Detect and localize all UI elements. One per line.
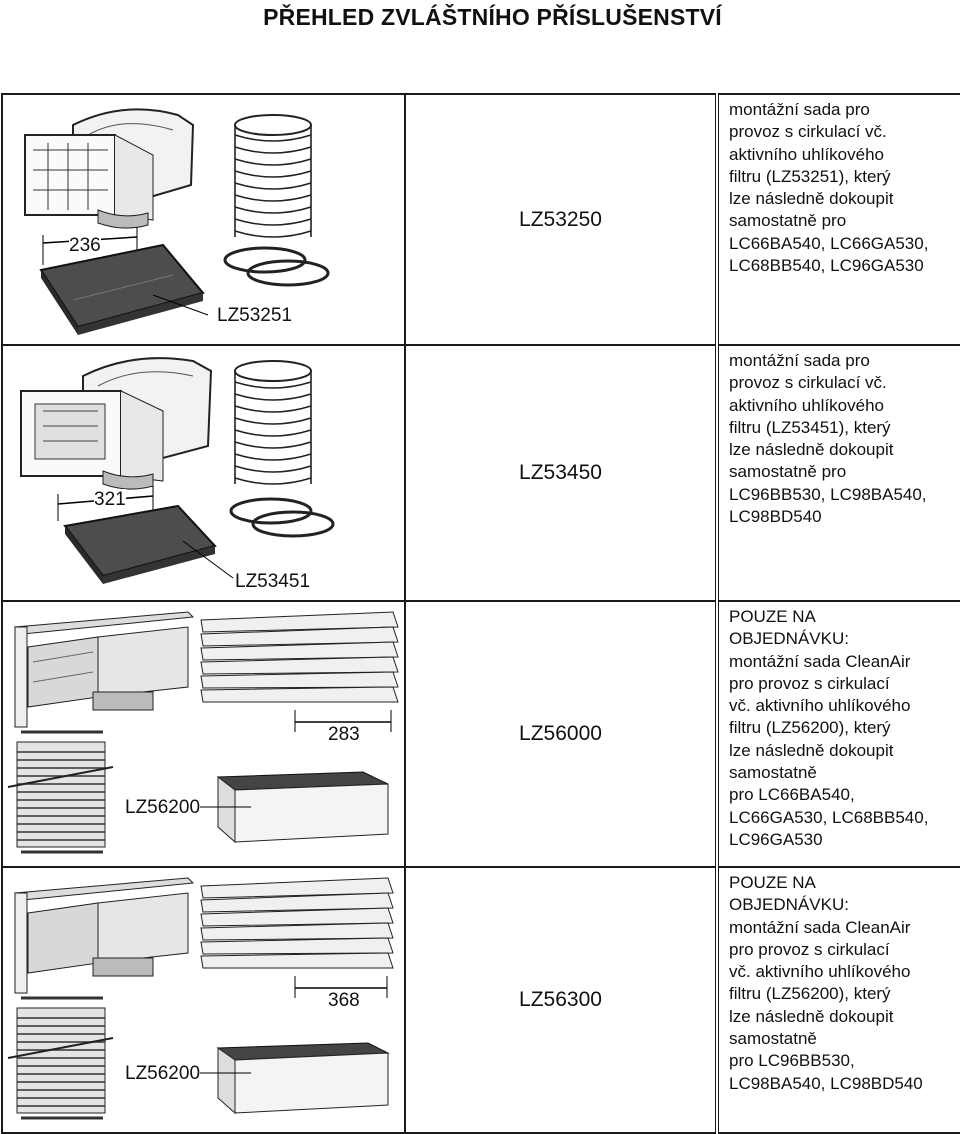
page-title: PŘEHLED ZVLÁŠTNÍHO PŘÍSLUŠENSTVÍ: [263, 4, 722, 30]
description-line: samostatně: [729, 763, 817, 783]
product-code: LZ53450: [404, 344, 719, 602]
description-line: samostatně pro: [729, 211, 847, 231]
description-line: samostatně: [729, 1029, 817, 1049]
description-line: LC68BB540, LC96GA530: [729, 256, 924, 276]
product-illustration-cell: 283 LZ56200: [1, 600, 406, 868]
dimension-label: 283: [328, 724, 360, 746]
recirculation-kit-illustration: [20, 357, 335, 584]
description-line: LC96GA530: [729, 829, 823, 849]
description-line: POUZE NA: [729, 607, 816, 626]
filter-code-label: LZ53451: [235, 571, 311, 593]
description-line: pro LC96BB530,: [729, 1051, 855, 1071]
product-description: montážní sada pro provoz s cirkulací vč.…: [716, 344, 960, 602]
description-line: aktivního uhlíkového: [729, 395, 884, 415]
description-line: filtru (LZ53251), který: [729, 166, 891, 186]
description-line: pro provoz s cirkulací: [729, 939, 890, 959]
description-line: montážní sada CleanAir: [729, 917, 911, 937]
description-line: lze následně dokoupit: [729, 1006, 894, 1026]
description-line: lze následně dokoupit: [729, 440, 894, 460]
accessories-table: 236 LZ53251 LZ53250 montážní sada pro pr…: [1, 93, 960, 1134]
description-line: LC66BA540, LC66GA530,: [729, 233, 929, 253]
dimension-label: 236: [69, 235, 101, 257]
description-line: vč. aktivního uhlíkového: [729, 696, 911, 716]
dimension-label: 368: [328, 990, 360, 1012]
description-line: montážní sada pro: [729, 100, 870, 119]
description-line: filtru (LZ56200), který: [729, 984, 891, 1004]
product-description: POUZE NA OBJEDNÁVKU: montážní sada Clean…: [716, 866, 960, 1134]
description-line: filtru (LZ56200), který: [729, 718, 891, 738]
filter-code-label: LZ56200: [125, 797, 201, 819]
description-line: provoz s cirkulací vč.: [729, 373, 887, 393]
filter-code-label: LZ53251: [217, 305, 293, 327]
description-line: montážní sada pro: [729, 351, 870, 370]
table-row: 283 LZ56200 LZ56000 POUZE NA OBJEDNÁVKU:…: [1, 600, 960, 868]
product-illustration-cell: 368 LZ56200: [1, 866, 406, 1134]
description-line: samostatně pro: [729, 462, 847, 482]
description-line: filtru (LZ53451), který: [729, 417, 891, 437]
description-line: lze následně dokoupit: [729, 740, 894, 760]
table-row: 236 LZ53251 LZ53250 montážní sada pro pr…: [1, 93, 960, 346]
description-line: LC98BD540: [729, 507, 822, 527]
description-line: OBJEDNÁVKU:: [729, 895, 849, 915]
recirculation-kit-illustration: [24, 108, 330, 335]
product-description: montážní sada pro provoz s cirkulací vč.…: [716, 93, 960, 346]
description-line: pro provoz s cirkulací: [729, 673, 890, 693]
cleanair-kit-illustration: [7, 877, 394, 1120]
table-row: 321 LZ53451 LZ53450 montážní sada pro pr…: [1, 344, 960, 602]
description-line: lze následně dokoupit: [729, 189, 894, 209]
product-illustration-cell: 236 LZ53251: [1, 93, 406, 346]
description-line: provoz s cirkulací vč.: [729, 122, 887, 142]
table-row: 368 LZ56200 LZ56300 POUZE NA OBJEDNÁVKU:…: [1, 866, 960, 1134]
cleanair-kit-illustration: [7, 611, 399, 854]
product-description: POUZE NA OBJEDNÁVKU: montážní sada Clean…: [716, 600, 960, 868]
product-illustration-cell: 321 LZ53451: [1, 344, 406, 602]
description-line: LC98BA540, LC98BD540: [729, 1073, 923, 1093]
description-line: LC96BB530, LC98BA540,: [729, 484, 927, 504]
description-line: POUZE NA: [729, 873, 816, 892]
dimension-label: 321: [94, 489, 126, 511]
description-line: pro LC66BA540,: [729, 785, 855, 805]
product-code: LZ56000: [404, 600, 719, 868]
description-line: montážní sada CleanAir: [729, 651, 911, 671]
filter-code-label: LZ56200: [125, 1063, 201, 1085]
description-line: vč. aktivního uhlíkového: [729, 962, 911, 982]
description-line: aktivního uhlíkového: [729, 144, 884, 164]
description-line: OBJEDNÁVKU:: [729, 629, 849, 649]
product-code: LZ56300: [404, 866, 719, 1134]
product-code: LZ53250: [404, 93, 719, 346]
description-line: LC66GA530, LC68BB540,: [729, 807, 929, 827]
